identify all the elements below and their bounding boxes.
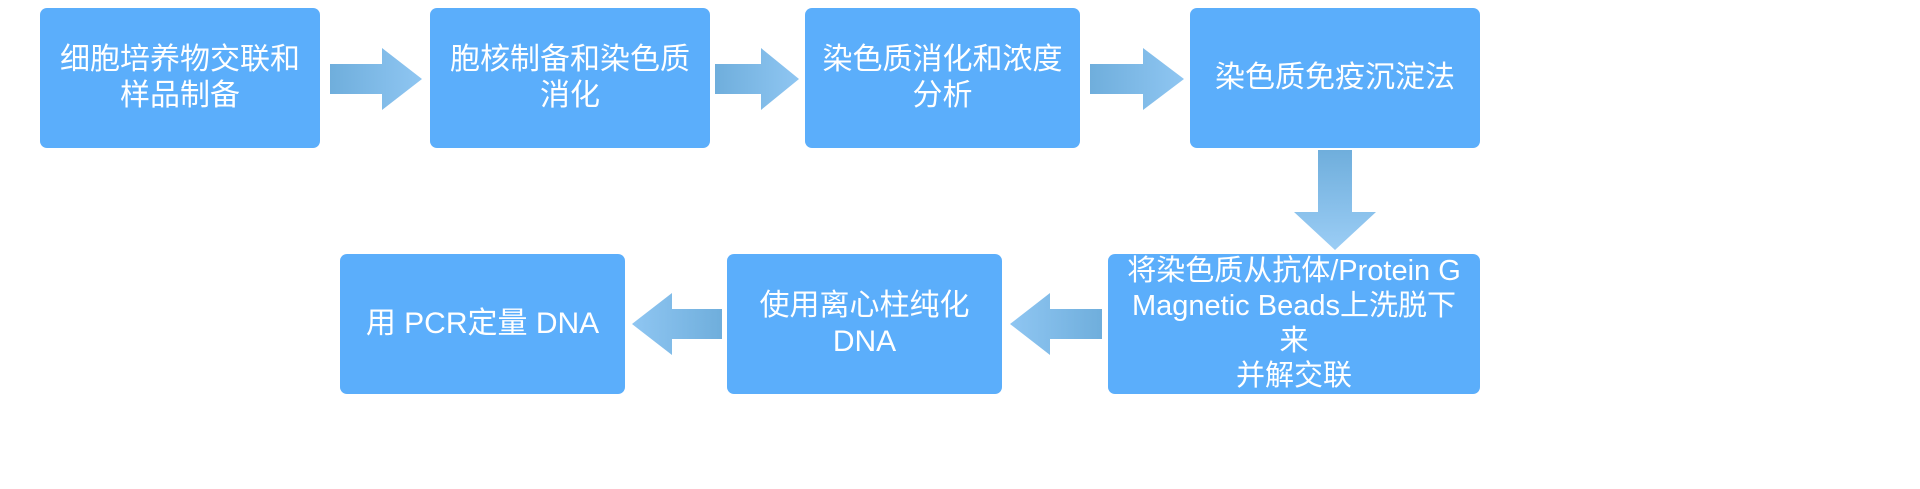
flow-node-step4[interactable]: 染色质免疫沉淀法 xyxy=(1190,8,1480,148)
arrow-right-step3-step4 xyxy=(1090,48,1184,110)
flow-node-step3[interactable]: 染色质消化和浓度 分析 xyxy=(805,8,1080,148)
flow-node-step2[interactable]: 胞核制备和染色质 消化 xyxy=(430,8,710,148)
flow-node-step5[interactable]: 将染色质从抗体/Protein G Magnetic Beads上洗脱下来 并解… xyxy=(1108,254,1480,394)
arrow-right-step2-step3 xyxy=(715,48,799,110)
arrow-down-step4-step5 xyxy=(1294,150,1376,250)
arrow-left-step5-step6 xyxy=(1010,293,1102,355)
flow-node-step1[interactable]: 细胞培养物交联和 样品制备 xyxy=(40,8,320,148)
flow-node-step6[interactable]: 使用离心柱纯化 DNA xyxy=(727,254,1002,394)
flow-node-step7[interactable]: 用 PCR定量 DNA xyxy=(340,254,625,394)
arrow-right-step1-step2 xyxy=(330,48,422,110)
arrow-left-step6-step7 xyxy=(632,293,722,355)
